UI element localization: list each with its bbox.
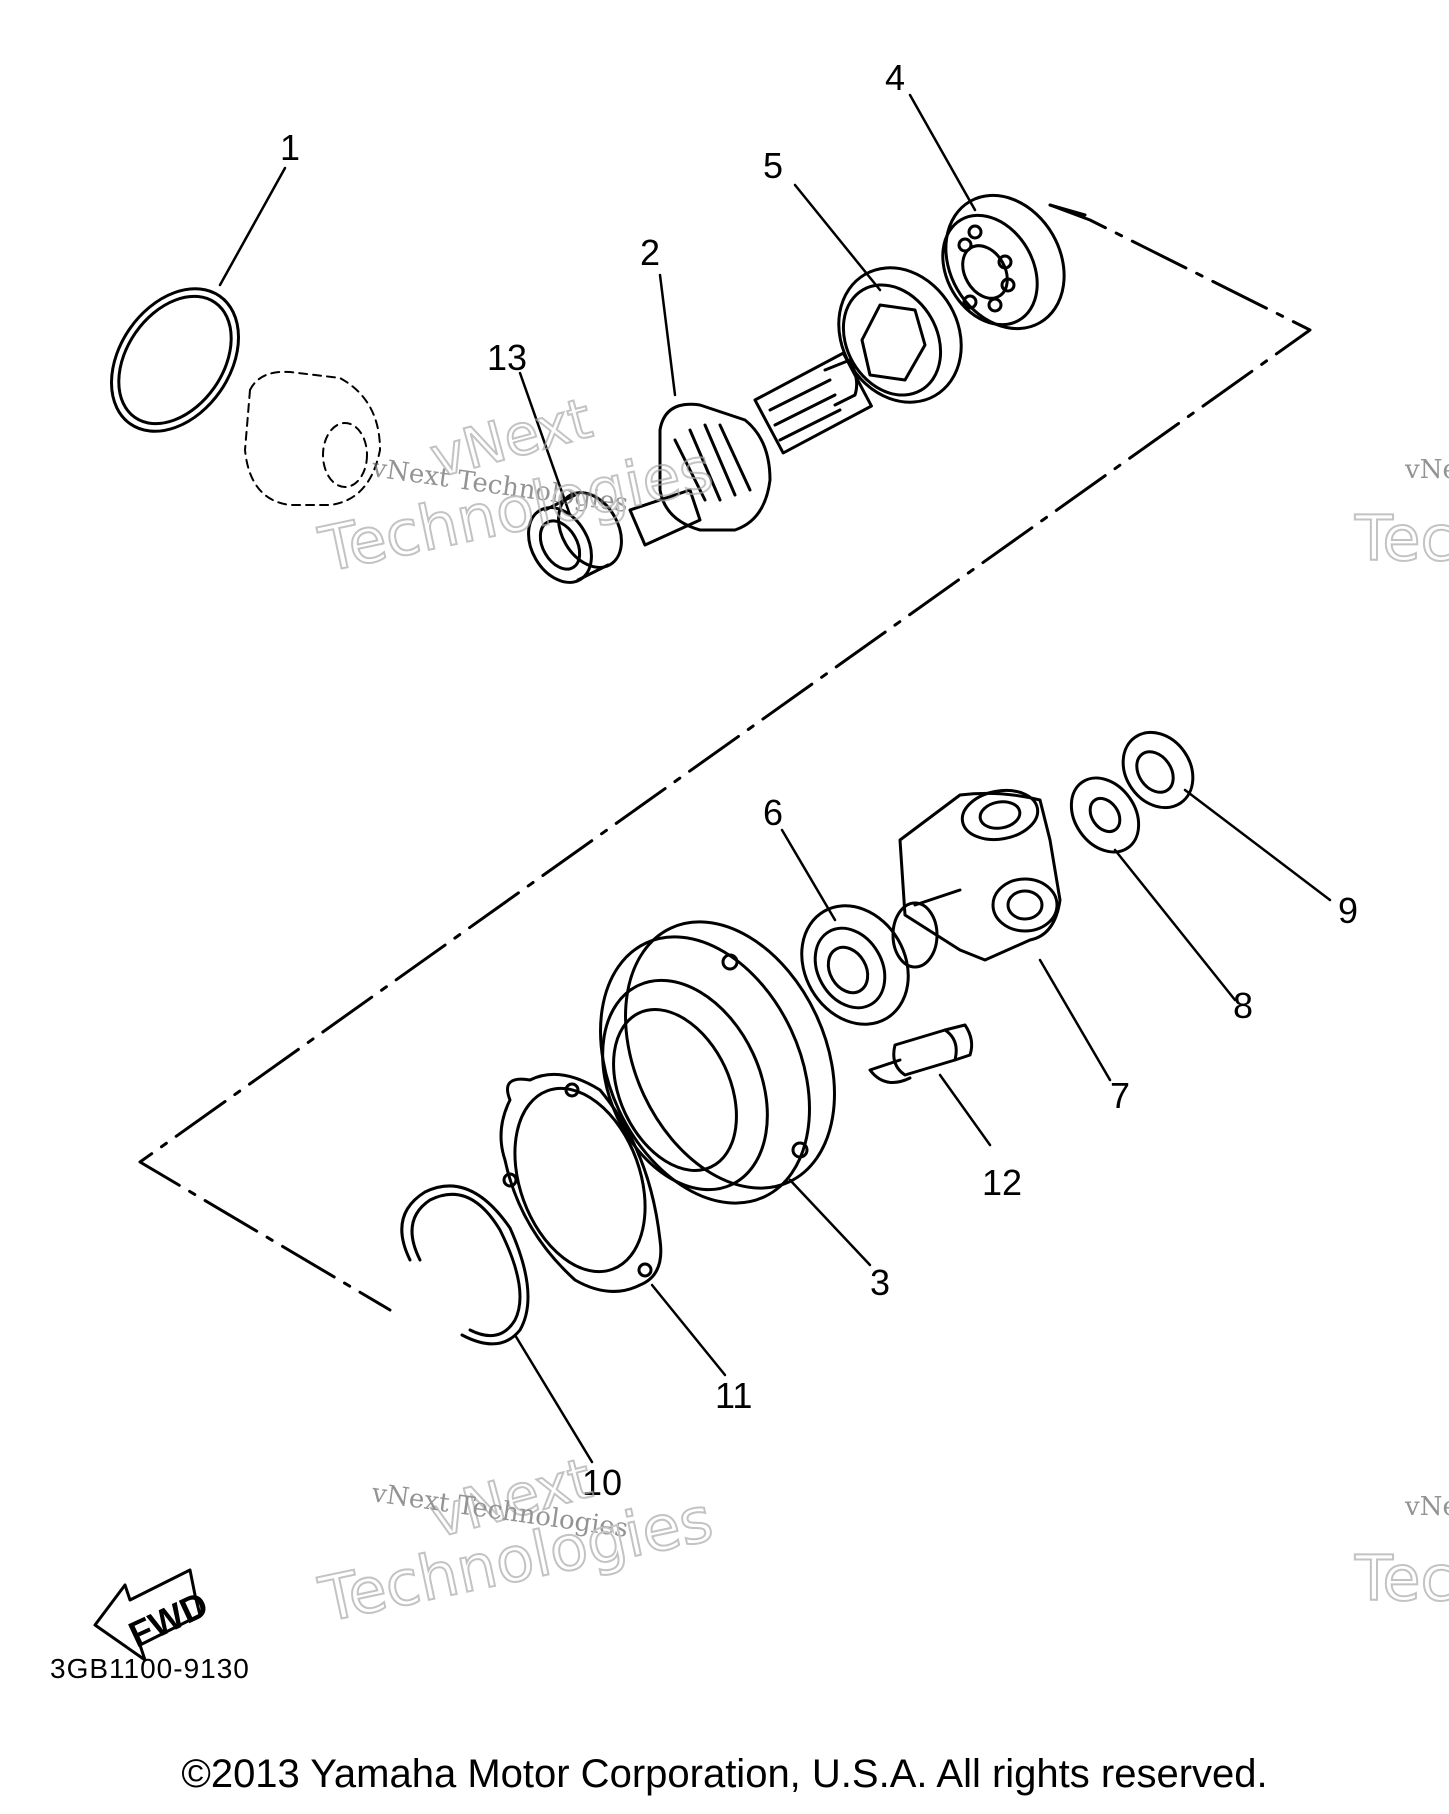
callout-5: 5 [763,145,783,186]
callout-12: 12 [982,1162,1022,1203]
part-5-oil-seal [837,266,963,404]
part-12-bolt [868,1023,974,1084]
part-code: 3GB1100-9130 [50,1653,250,1684]
part-13-needle-bearing [527,491,623,584]
leader-lines [218,93,1332,1464]
callout-13: 13 [487,337,527,378]
assembly-boundary-top [1048,203,1087,217]
part-9-nut [1121,730,1195,810]
assembly-boundary-line [138,203,1312,1312]
watermark-bottom: vNext vNext Technologies Technologies [312,1445,720,1637]
part-1-o-ring [110,287,240,433]
part-8-washer [1069,776,1141,854]
svg-text:Technologies: Technologies [1354,502,1449,575]
svg-text:vNext Technologies: vNext Technologies [1404,455,1449,485]
fwd-label: FWD [122,1583,214,1655]
fwd-arrow-icon [93,1568,202,1662]
svg-text:Technologies: Technologies [1354,1542,1449,1615]
callout-8: 8 [1233,985,1253,1026]
part-2-drive-shaft-gear [628,351,873,547]
watermark-top: vNext vNext Technologies Technologies [312,385,720,587]
ghost-ring-gear [244,370,381,506]
part-6-oil-seal [800,904,910,1026]
callout-11: 11 [715,1375,752,1416]
part-11-gasket [499,1072,663,1293]
callout-10: 10 [582,1462,622,1503]
watermark-right-edge: vNext Technologies Technologies vNext Te… [1353,455,1449,1616]
callout-7: 7 [1110,1075,1130,1116]
callout-1: 1 [280,127,300,168]
part-7-yoke [891,788,1062,969]
part-10-circlip [400,1184,530,1346]
callout-9: 9 [1338,890,1358,931]
callout-labels: 1 2 3 4 5 6 7 8 9 10 11 12 13 [280,57,1358,1503]
part-4-ball-bearing [941,193,1066,331]
callout-6: 6 [763,792,783,833]
callout-2: 2 [640,232,660,273]
svg-text:vNext Technologies: vNext Technologies [1404,1492,1449,1522]
callout-3: 3 [870,1262,890,1303]
copyright-notice: ©2013 Yamaha Motor Corporation, U.S.A. A… [181,1752,1268,1796]
part-3-bearing-housing [599,920,836,1205]
callout-4: 4 [885,57,905,98]
